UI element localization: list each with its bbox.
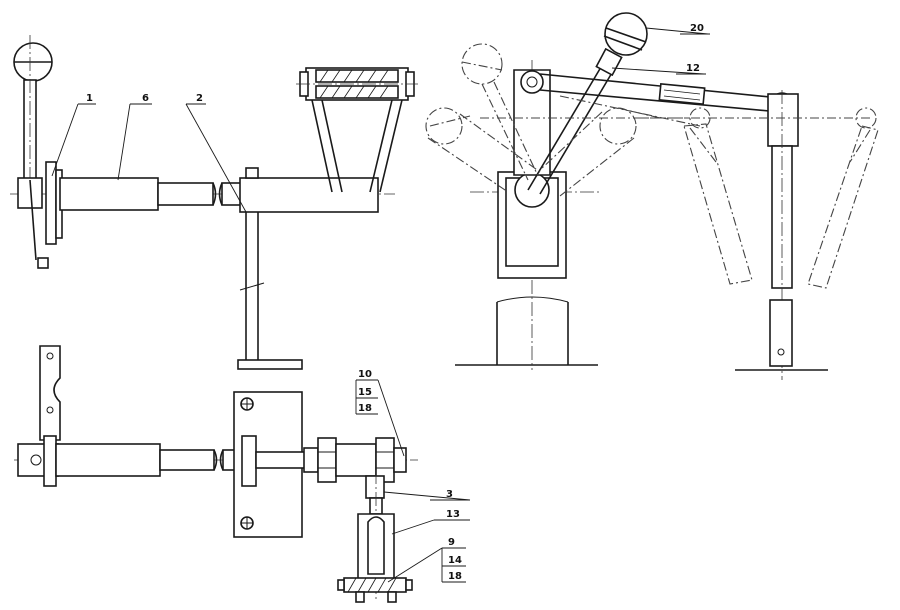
right-post <box>767 90 799 380</box>
shaft-break <box>157 182 243 206</box>
callouts-plan-view: 10 15 18 3 13 9 14 18 <box>355 369 471 583</box>
bracket-plate <box>39 345 61 441</box>
callout-6: 6 <box>142 93 149 104</box>
callout-1: 1 <box>86 93 93 104</box>
callout-15: 15 <box>358 387 372 398</box>
callout-18-bottom: 18 <box>448 571 462 582</box>
tube-plan <box>55 443 161 477</box>
collars <box>303 437 407 483</box>
side-view: 1 6 2 <box>10 35 418 370</box>
pivot-arm <box>513 69 551 176</box>
tube-6 <box>59 177 159 211</box>
knob-lever-left <box>13 35 53 269</box>
connecting-rod-12 <box>539 73 794 116</box>
handle-lever <box>527 12 648 195</box>
callout-20: 20 <box>690 23 704 34</box>
pedal-frame <box>296 67 418 193</box>
callout-13: 13 <box>446 509 460 520</box>
callout-3: 3 <box>446 489 453 500</box>
plan-view: 10 15 18 3 13 9 14 18 <box>14 345 471 603</box>
phantom-knob <box>461 43 539 181</box>
phantom-rods <box>480 95 877 129</box>
callout-14: 14 <box>448 555 462 566</box>
callouts-front-view: 20 12 <box>611 23 710 75</box>
callout-10: 10 <box>358 369 372 380</box>
callouts-side-view: 1 6 2 <box>51 93 247 213</box>
callout-18-top: 18 <box>358 403 372 414</box>
callout-2: 2 <box>196 93 203 104</box>
clevis-assembly <box>337 470 413 603</box>
callout-12: 12 <box>686 63 700 74</box>
front-view: 20 12 <box>425 12 879 380</box>
phantom-posts <box>683 123 879 289</box>
callout-9: 9 <box>448 537 455 548</box>
housing-2 <box>237 167 379 370</box>
